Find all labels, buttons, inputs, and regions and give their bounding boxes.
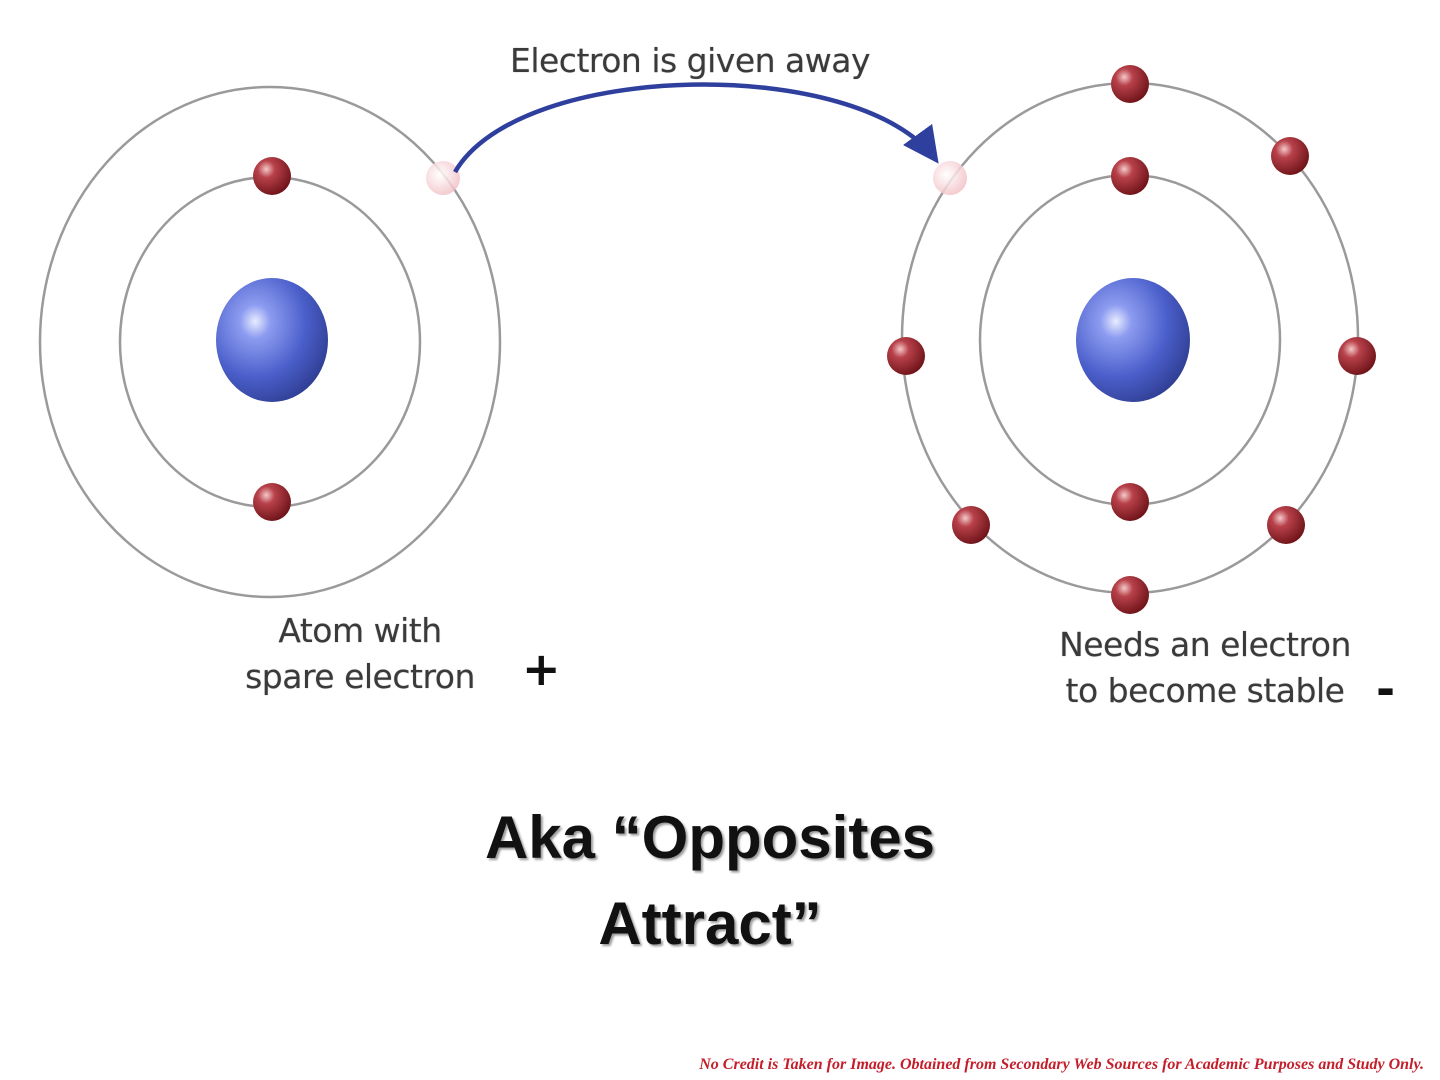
electron [887, 337, 925, 375]
headline-line1: Aka “Opposites [484, 804, 936, 871]
electron [1111, 576, 1149, 614]
electron [253, 483, 291, 521]
electron [1338, 337, 1376, 375]
left-atom [38, 85, 502, 599]
left-nucleus [216, 278, 328, 402]
electron [1111, 157, 1149, 195]
electron [952, 506, 990, 544]
left-atom-label: Atom with spare electron [220, 608, 500, 700]
transferred-electron-target [933, 161, 967, 195]
positive-charge-sign: + [522, 642, 561, 696]
electron [1111, 65, 1149, 103]
electron [1267, 506, 1305, 544]
electron [1271, 137, 1309, 175]
image-credit-note: No Credit is Taken for Image. Obtained f… [699, 1056, 1424, 1073]
headline-line2: Attract” [598, 890, 822, 957]
right-atom-label-line2: to become stable [1065, 671, 1345, 710]
headline: Aka “Opposites Attract” [420, 795, 1000, 967]
electron [1111, 483, 1149, 521]
transfer-arrow [453, 82, 939, 174]
right-atom-label: Needs an electron to become stable [1030, 622, 1380, 714]
right-nucleus [1076, 278, 1190, 402]
left-outer-orbit [38, 85, 502, 599]
negative-charge-sign: - [1376, 662, 1396, 716]
left-atom-label-line1: Atom with [278, 611, 442, 650]
electron [253, 157, 291, 195]
right-atom-label-line1: Needs an electron [1059, 625, 1351, 664]
left-atom-label-line2: spare electron [245, 657, 475, 696]
arrow-label: Electron is given away [509, 41, 871, 80]
right-atom [887, 65, 1376, 614]
transferred-electron-origin [426, 161, 460, 195]
